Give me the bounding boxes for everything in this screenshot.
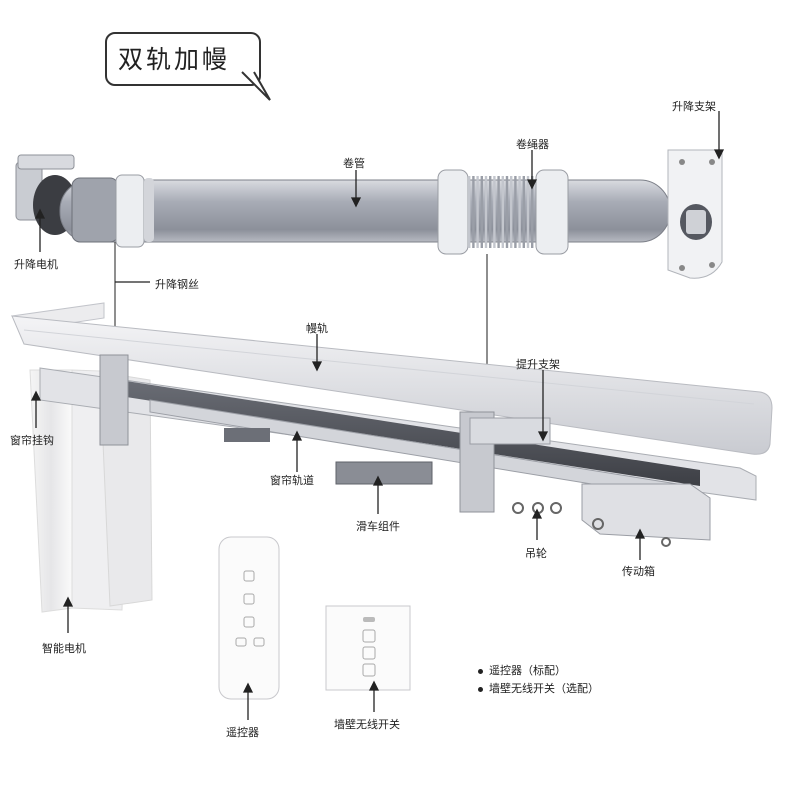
wall-switch-device	[325, 605, 411, 691]
lift-bracket	[667, 149, 723, 279]
rope-coil	[518, 176, 521, 248]
label-lift-wire: 升降钢丝	[155, 278, 199, 291]
label-lift-motor: 升降电机	[14, 258, 58, 271]
rope-coil	[489, 176, 492, 248]
rope-coil	[526, 176, 530, 248]
label-curtain-hook: 窗帘挂钩	[10, 434, 54, 447]
rope-coil	[514, 176, 517, 248]
lift-motor-bracket	[15, 154, 77, 235]
rope-winder	[437, 169, 569, 255]
legend-item-remote: 遥控器（标配）	[478, 662, 566, 678]
legend-item-wall-switch: 墙壁无线开关（选配）	[478, 680, 599, 696]
label-remote: 遥控器	[226, 726, 259, 739]
label-lifting-bracket: 提升支架	[516, 358, 560, 371]
label-transmission-box: 传动箱	[622, 565, 655, 578]
rope-coil	[493, 176, 496, 248]
rope-coil	[505, 176, 509, 248]
label-smart-motor: 智能电机	[42, 642, 86, 655]
rope-coil	[480, 176, 483, 248]
rope-coil	[476, 176, 479, 248]
rope-coil	[531, 176, 534, 248]
valance-track	[11, 302, 773, 455]
label-wall-switch: 墙壁无线开关	[334, 718, 400, 731]
bullet-icon	[478, 668, 483, 674]
rope-coil	[497, 176, 500, 248]
rope-coil	[484, 176, 488, 248]
curtain-track-assembly	[39, 354, 757, 547]
label-valance-track: 幔轨	[306, 322, 328, 335]
rope-coil	[472, 176, 475, 248]
label-roll-tube: 卷管	[343, 157, 365, 170]
label-trolley-assembly: 滑车组件	[356, 520, 400, 533]
left-cord-winder	[71, 174, 154, 248]
label-lift-bracket: 升降支架	[672, 100, 716, 113]
rope-coil	[501, 176, 504, 248]
legend-text-remote: 遥控器（标配）	[489, 664, 566, 677]
remote-control-device	[218, 536, 280, 700]
legend-text-wall-switch: 墙壁无线开关（选配）	[489, 682, 599, 695]
label-hanging-wheel: 吊轮	[525, 547, 547, 560]
bullet-icon	[478, 686, 483, 692]
label-curtain-track: 窗帘轨道	[270, 474, 314, 487]
title-bubble	[105, 32, 261, 86]
diagram-title: 双轨加幔	[118, 45, 231, 74]
rope-coil	[468, 176, 471, 248]
label-rope-winder: 卷绳器	[516, 138, 549, 151]
bubble-tail	[241, 71, 271, 101]
leader-lines	[30, 111, 725, 720]
rope-coil	[522, 176, 525, 248]
rope-coil	[510, 176, 513, 248]
